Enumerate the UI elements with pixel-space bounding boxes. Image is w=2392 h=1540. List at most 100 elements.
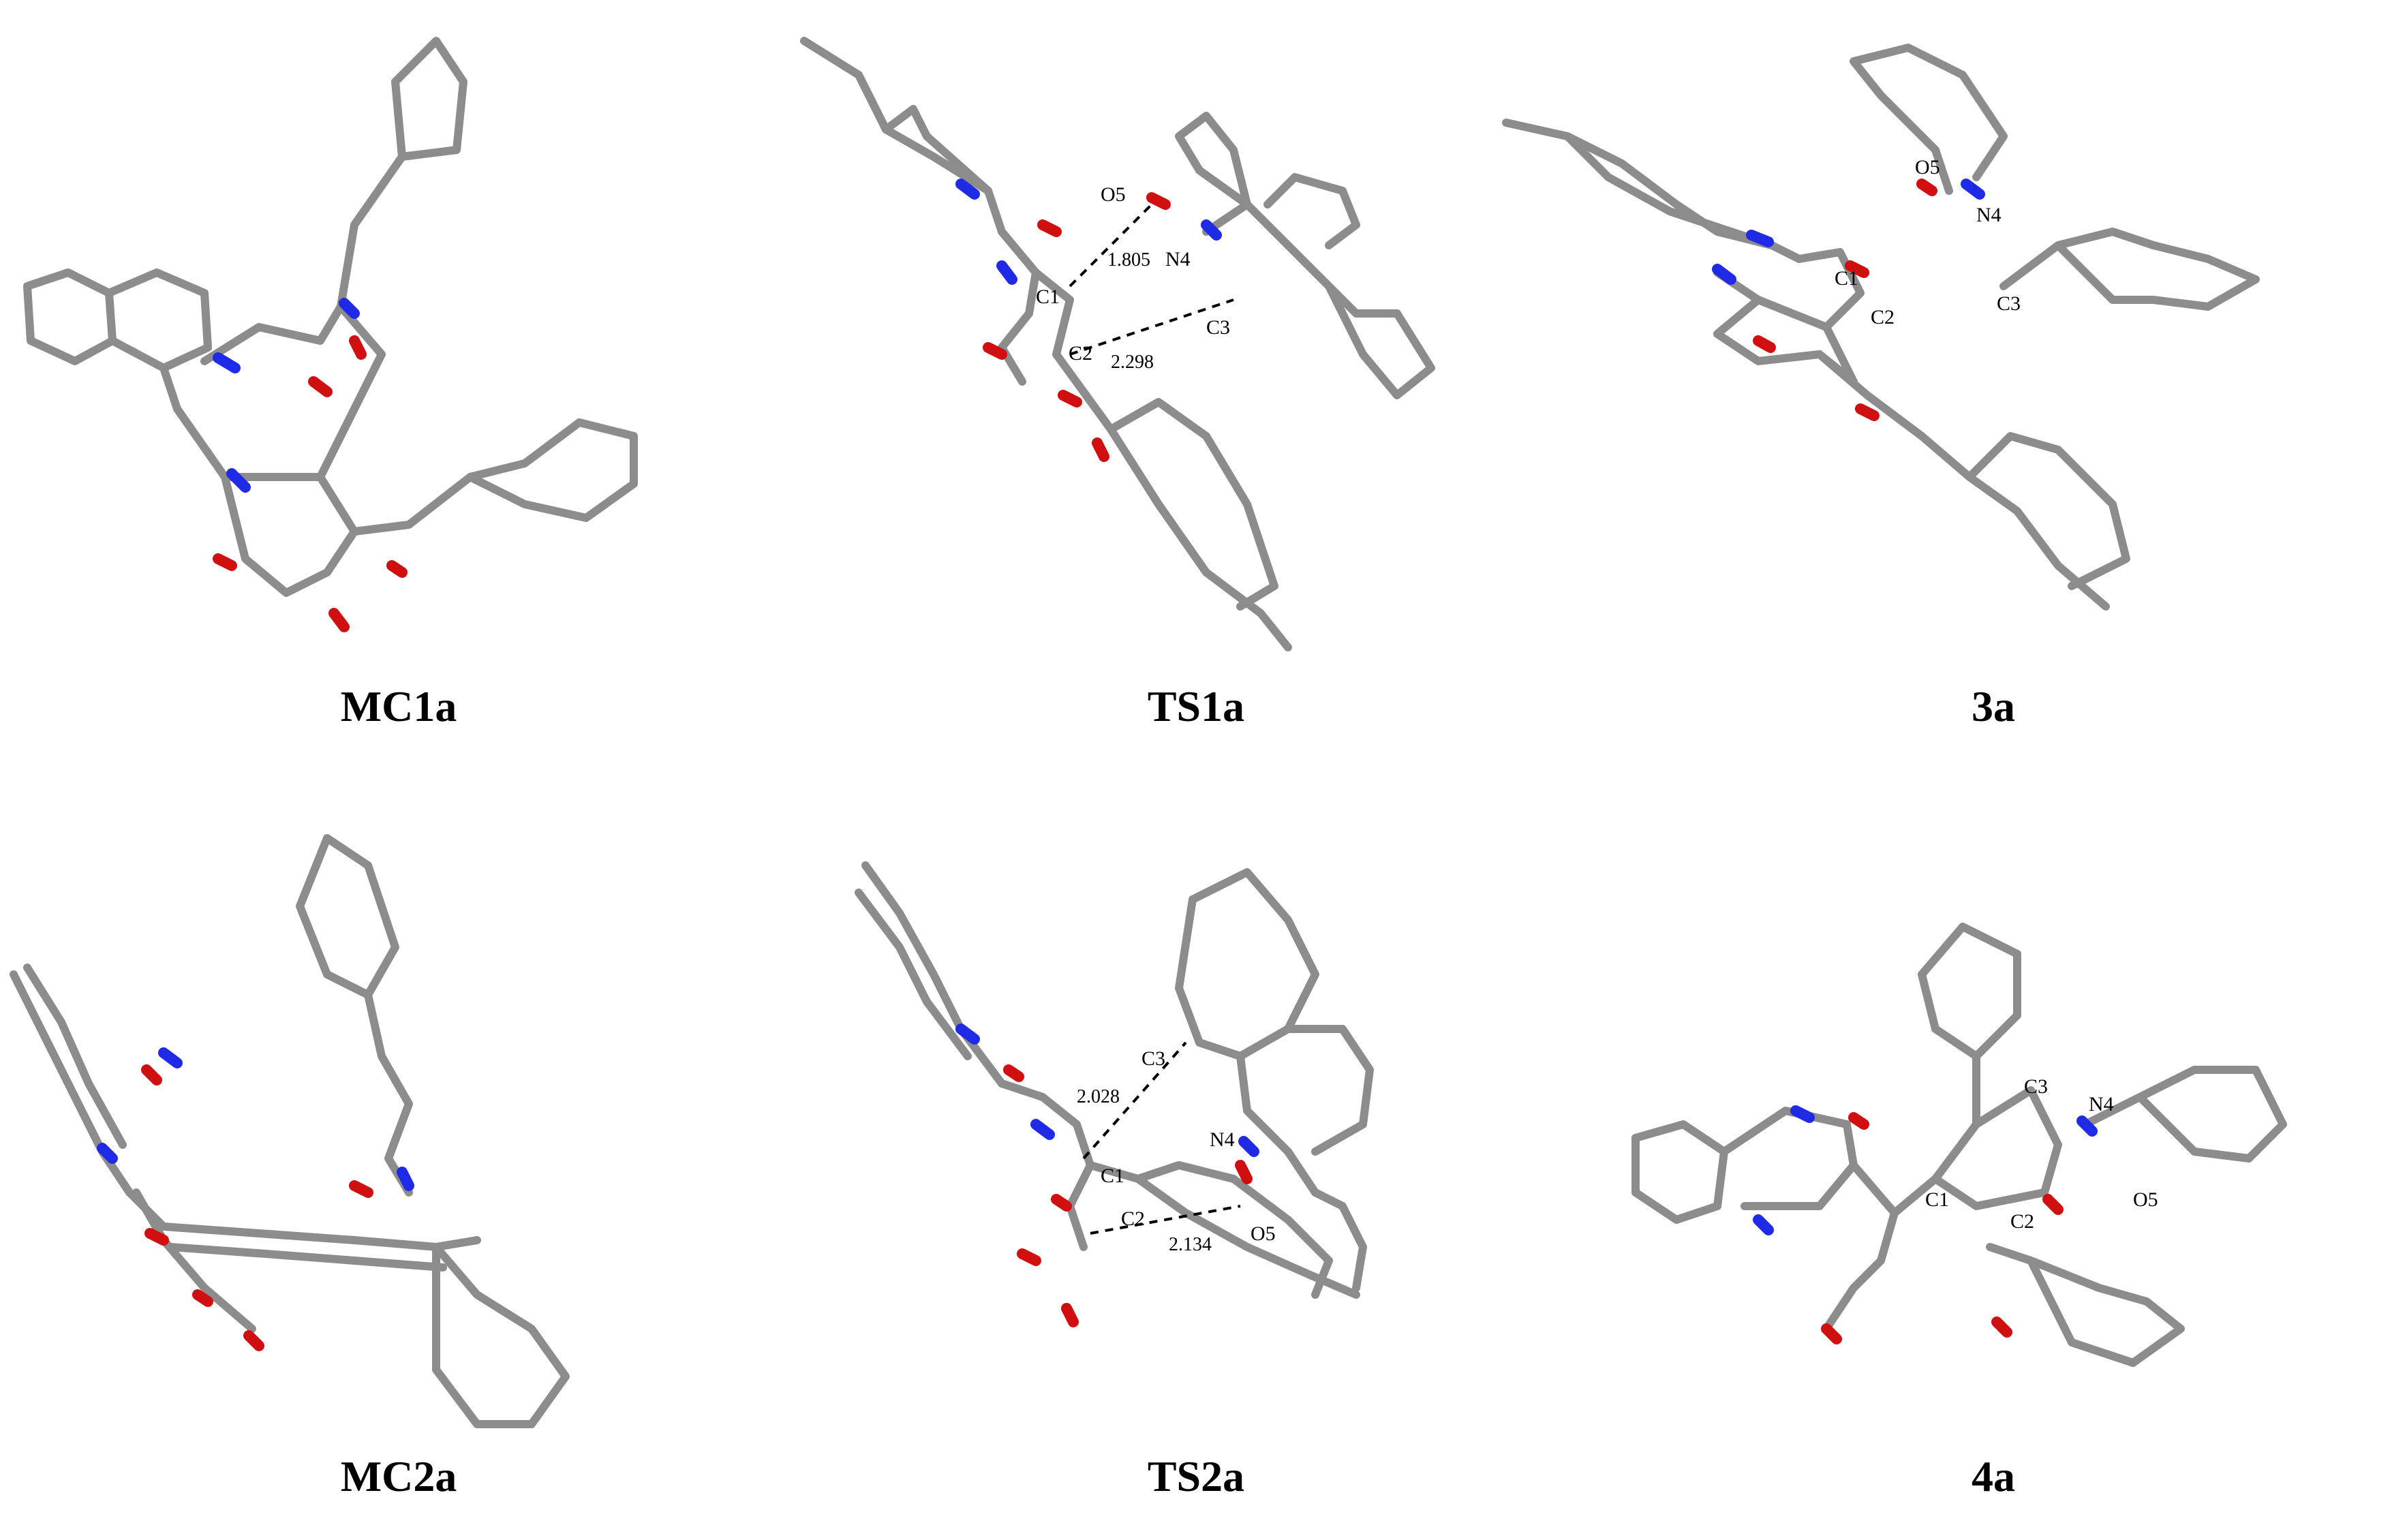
carbon-framework: [855, 889, 972, 1060]
oxygen-atom: [1146, 192, 1171, 210]
nitrogen-atom: [1961, 179, 1985, 200]
oxygen-atom: [386, 560, 408, 578]
carbon-framework: [337, 37, 467, 311]
ts1a-label-c2: C2: [1069, 342, 1092, 365]
nitrogen-atom: [996, 260, 1017, 285]
panel-ts1a: O5 N4 C1 C2 C3 1.805 2.298 TS1a: [797, 0, 1595, 756]
oxygen-atom: [308, 376, 333, 397]
nitrogen-atom: [158, 1047, 183, 1068]
mc1a-structure: [23, 37, 638, 632]
ts1a-structure: O5 N4 C1 C2 C3 1.805 2.298: [800, 37, 1435, 651]
caption-mc2a: MC2a: [340, 1452, 457, 1500]
oxygen-atom: [144, 1228, 169, 1246]
nitrogen-atom: [2076, 1115, 2098, 1137]
carbon-framework: [23, 964, 127, 1149]
panel-4a: C3 N4 O5 C1 C2 4a: [1595, 770, 2392, 1540]
4a-label-o5: O5: [2133, 1188, 2158, 1211]
panel-ts2a: C3 N4 C1 C2 O5 2.028 2.134 TS2a: [797, 770, 1595, 1540]
carbon-framework: [1631, 1120, 1728, 1224]
carbon-framework: [1107, 398, 1278, 611]
mc1a-atoms: [213, 298, 408, 632]
nitrogen-atom: [1238, 1136, 1259, 1157]
nitrogen-atom: [226, 468, 251, 493]
carbon-framework: [1999, 228, 2260, 311]
carbon-framework: [200, 303, 386, 481]
4a-label-c1: C1: [1925, 1188, 1949, 1211]
carbon-framework: [1713, 296, 1858, 386]
nitrogen-atom: [955, 1023, 980, 1045]
carbon-framework: [861, 861, 1006, 1088]
oxygen-atom: [1753, 335, 1776, 353]
carbon-framework: [1965, 432, 2130, 590]
3a-label-c2: C2: [1871, 306, 1895, 328]
ts2a-forming-bond-c1-c3: [1082, 1041, 1187, 1160]
carbon-framework: [1086, 1161, 1360, 1299]
oxygen-atom: [141, 1064, 162, 1085]
ts1a-label-o5: O5: [1101, 183, 1126, 206]
ts1a-forming-bond-c1-o5: [1069, 203, 1153, 288]
carbon-framework: [296, 834, 399, 999]
ts2a-forming-bond-c2-o5: [1090, 1205, 1241, 1235]
ts2a-label-c2: C2: [1121, 1207, 1145, 1230]
carbon-framework: [10, 970, 168, 1231]
4a-structure: C3 N4 O5 C1 C2: [1631, 923, 2287, 1367]
carbon-framework: [350, 418, 638, 536]
3a-label-c1: C1: [1835, 267, 1858, 290]
oxygen-atom: [1848, 1112, 1869, 1130]
carbon-framework: [364, 991, 413, 1197]
oxygen-atom: [243, 1330, 264, 1351]
caption-3a: 3a: [1972, 682, 2015, 730]
panel-3a: O5 N4 C1 C2 C3 3a: [1502, 0, 2392, 756]
carbon-framework: [159, 364, 358, 597]
carbon-framework: [1713, 248, 1865, 331]
oxygen-atom: [213, 553, 237, 571]
4a-label-c3: C3: [2024, 1075, 2048, 1098]
nitrogen-atom: [339, 298, 360, 319]
carbon-framework: [1263, 173, 1360, 249]
carbon-framework: [1032, 268, 1292, 651]
oxygen-atom: [1845, 260, 1869, 278]
3a-label-o5: O5: [1915, 156, 1940, 179]
carbon-framework: [2081, 1066, 2287, 1162]
caption-ts2a: TS2a: [1147, 1452, 1245, 1500]
oxygen-atom: [1821, 1323, 1842, 1344]
oxygen-atom: [1061, 1303, 1079, 1327]
carbon-framework: [166, 1243, 447, 1272]
ts2a-structure: C3 N4 C1 C2 O5 2.028 2.134: [855, 861, 1374, 1327]
nitrogen-atom: [1790, 1105, 1815, 1123]
nitrogen-atom: [1030, 1119, 1055, 1140]
oxygen-atom: [1051, 1194, 1072, 1212]
carbon-framework: [1236, 1052, 1319, 1197]
carbon-framework: [998, 228, 1040, 386]
carbon-framework: [1243, 200, 1435, 399]
oxygen-atom: [192, 1289, 213, 1307]
caption-4a: 4a: [1972, 1452, 2015, 1500]
oxygen-atom: [328, 608, 350, 632]
ts1a-distance-c2-c3: 2.298: [1111, 352, 1154, 373]
ts2a-distance-c1-c3: 2.028: [1077, 1086, 1120, 1107]
carbon-framework: [105, 268, 212, 372]
3a-structure: O5 N4 C1 C2 C3: [1502, 44, 2260, 611]
carbon-framework: [1822, 1161, 1899, 1333]
nitrogen-atom: [1753, 1214, 1774, 1235]
4a-label-n4: N4: [2089, 1093, 2114, 1115]
oxygen-atom: [2042, 1194, 2064, 1215]
carbon-framework: [1311, 1188, 1367, 1292]
oxygen-atom: [349, 1180, 373, 1198]
ts1a-label-c3: C3: [1206, 316, 1230, 339]
3a-label-n4: N4: [1976, 204, 2002, 226]
ts2a-label-c3: C3: [1141, 1047, 1165, 1070]
carbon-framework: [800, 37, 1006, 236]
carbon-framework: [432, 1243, 570, 1428]
ts1a-label-n4: N4: [1165, 248, 1191, 271]
carbon-framework: [1563, 132, 1776, 249]
nitrogen-atom: [97, 1143, 118, 1164]
carbon-framework: [998, 1079, 1094, 1251]
ts2a-label-n4: N4: [1210, 1128, 1235, 1151]
nitrogen-atom: [1712, 264, 1736, 285]
oxygen-atom: [1058, 390, 1082, 407]
oxygen-atom: [1855, 403, 1880, 421]
nitrogen-atom: [1201, 219, 1222, 241]
panel-mc2a: MC2a: [0, 770, 797, 1540]
